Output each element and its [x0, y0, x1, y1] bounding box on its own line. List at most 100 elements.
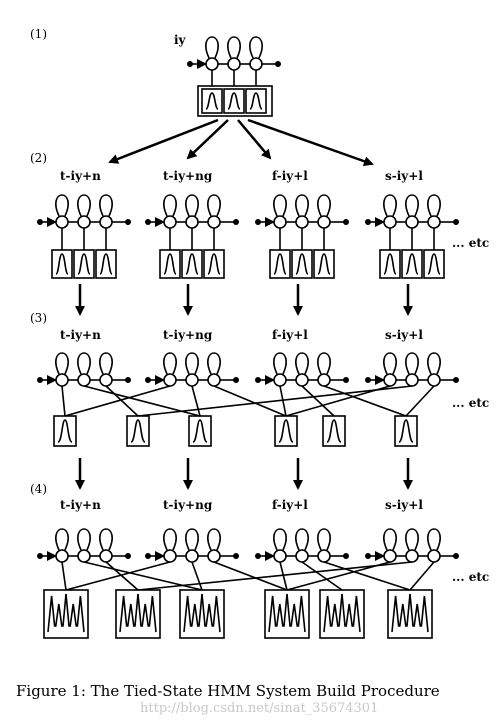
triphone-hmm: [255, 528, 349, 563]
self-loop: [99, 194, 113, 217]
self-loop: [205, 36, 219, 59]
figure-caption: Figure 1: The Tied-State HMM System Buil…: [16, 682, 440, 700]
self-loop: [207, 352, 221, 375]
tie-link: [323, 561, 411, 591]
hmm-state: [295, 215, 309, 229]
self-loop: [163, 528, 177, 551]
entry-node: [145, 219, 151, 225]
self-loop: [383, 528, 397, 551]
hmm-state: [207, 373, 221, 387]
self-loop: [317, 194, 331, 217]
triphone-label: f-iy+l: [272, 498, 308, 512]
hmm-state: [205, 57, 219, 71]
self-loop: [55, 194, 69, 217]
hmm-state: [185, 549, 199, 563]
stage2-labels: t-iy+n t-iy+ng f-iy+l s-iy+l: [60, 169, 423, 183]
triphone-label: t-iy+ng: [163, 498, 213, 512]
tie-link: [405, 385, 435, 417]
entry-node: [145, 553, 151, 559]
tie-link: [105, 561, 139, 591]
mixture-row: [37, 528, 459, 639]
triphone-label: t-iy+ng: [163, 169, 213, 183]
tie-link: [105, 385, 139, 417]
triphone-hmm: [145, 528, 239, 563]
entry-node: [187, 61, 193, 67]
self-loop: [249, 36, 263, 59]
triphone-hmm: [255, 194, 349, 279]
gaussian-curve: [185, 253, 199, 275]
hmm-state: [55, 215, 69, 229]
self-loop: [273, 528, 287, 551]
etc-label: ... etc: [452, 396, 489, 410]
hmm-state: [77, 373, 91, 387]
self-loop: [207, 194, 221, 217]
exit-node: [343, 219, 349, 225]
hmm-state: [405, 549, 419, 563]
self-loop: [99, 352, 113, 375]
tie-link: [64, 385, 171, 417]
self-loop: [317, 528, 331, 551]
triphone-hmm: [365, 528, 459, 563]
gaussian-curve: [99, 253, 113, 275]
entry-node: [255, 377, 261, 383]
entry-node: [37, 553, 43, 559]
triphone-label: f-iy+l: [272, 328, 308, 342]
exit-node: [453, 553, 459, 559]
entry-node: [37, 219, 43, 225]
gaussian-curve: [77, 253, 91, 275]
mixture-curve: [119, 593, 157, 633]
stage4-labels: t-iy+n t-iy+ng f-iy+l s-iy+l: [60, 498, 423, 512]
tied-state-row: [37, 352, 459, 447]
stage-label-3: (3): [30, 311, 47, 325]
self-loop: [427, 194, 441, 217]
split-arrow-4: [247, 118, 374, 167]
self-loop: [55, 528, 69, 551]
hmm-state: [77, 215, 91, 229]
exit-node: [125, 377, 131, 383]
self-loop: [227, 36, 241, 59]
stage3-labels: t-iy+n t-iy+ng f-iy+l s-iy+l: [60, 328, 423, 342]
gaussian-curve: [130, 419, 146, 443]
triphone-hmm: [37, 352, 131, 387]
hmm-state: [427, 549, 441, 563]
triphone-label: s-iy+l: [385, 328, 423, 342]
hmm-state: [227, 57, 241, 71]
gaussian-curve: [405, 253, 419, 275]
self-loop: [295, 352, 309, 375]
hmm-state: [427, 215, 441, 229]
tie-link: [65, 561, 171, 591]
self-loop: [427, 352, 441, 375]
hmm-state: [99, 373, 113, 387]
gaussian-curve: [227, 92, 241, 110]
hmm-state: [317, 215, 331, 229]
hmm-state: [273, 215, 287, 229]
self-loop: [295, 528, 309, 551]
triphone-hmm: [37, 194, 131, 279]
split-arrow-3: [237, 119, 272, 160]
self-loop: [273, 194, 287, 217]
entry-node: [365, 553, 371, 559]
tie-link: [137, 385, 413, 417]
hmm-state: [207, 215, 221, 229]
triphone-hmm: [365, 194, 459, 279]
hmm-state: [295, 549, 309, 563]
exit-node: [453, 377, 459, 383]
hmm-state: [405, 215, 419, 229]
gaussian-curve: [192, 419, 208, 443]
tie-link: [301, 385, 335, 417]
exit-node: [453, 219, 459, 225]
triphone-hmm: [145, 194, 239, 279]
hmm-state: [383, 373, 397, 387]
self-loop: [99, 528, 113, 551]
tie-link: [61, 385, 66, 417]
hmm-state: [99, 549, 113, 563]
entry-node: [255, 219, 261, 225]
hmm-state: [77, 549, 91, 563]
hmm-state: [185, 373, 199, 387]
hmm-state: [249, 57, 263, 71]
split-arrow-1: [108, 118, 219, 164]
self-loop: [317, 352, 331, 375]
mixture-curve: [183, 593, 221, 633]
tie-link: [213, 385, 287, 417]
